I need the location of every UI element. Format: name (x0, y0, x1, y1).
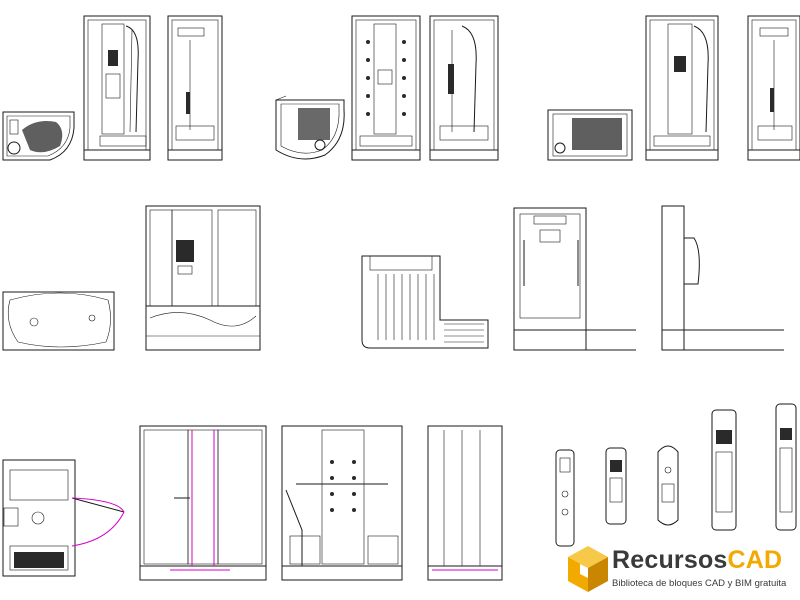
shower-cabin-front-elevation-1 (83, 15, 151, 161)
shower-panel-2 (605, 447, 627, 525)
cube-logo-icon (568, 546, 608, 592)
shower-cabin-front-elevation-3 (645, 15, 719, 161)
cabin-front-elevation-glass (139, 425, 267, 581)
corner-cabin-plan-with-door (2, 459, 125, 577)
shower-panel-4 (711, 409, 737, 531)
cabin-side-elevation-glass (427, 425, 503, 581)
shower-cabin-front-elevation-2 (351, 15, 421, 161)
bathtub-cabin-front-elevation (145, 205, 261, 351)
corner-shower-plan-round (275, 95, 345, 160)
shower-cabin-side-elevation-3 (747, 15, 800, 161)
brand-name: RecursosCAD (612, 546, 783, 574)
shower-cabin-plan-rect (547, 109, 633, 161)
cabin-interior-elevation (281, 425, 403, 581)
shower-cabin-side-elevation-2 (429, 15, 499, 161)
bathtub-cabin-plan (361, 255, 489, 349)
shower-panel-1 (555, 449, 575, 547)
shower-panel-5 (775, 403, 797, 531)
recursoscad-logo: RecursosCAD Biblioteca de bloques CAD y … (566, 540, 798, 598)
shower-panel-3 (657, 445, 679, 526)
shower-cabin-plan-1 (2, 111, 75, 161)
bathtub-plan (2, 291, 115, 351)
shower-column-front-elevation (513, 207, 636, 351)
shower-column-side-elevation (661, 205, 784, 351)
brand-tagline: Biblioteca de bloques CAD y BIM gratuita (612, 578, 787, 589)
shower-cabin-side-elevation-1 (167, 15, 223, 161)
